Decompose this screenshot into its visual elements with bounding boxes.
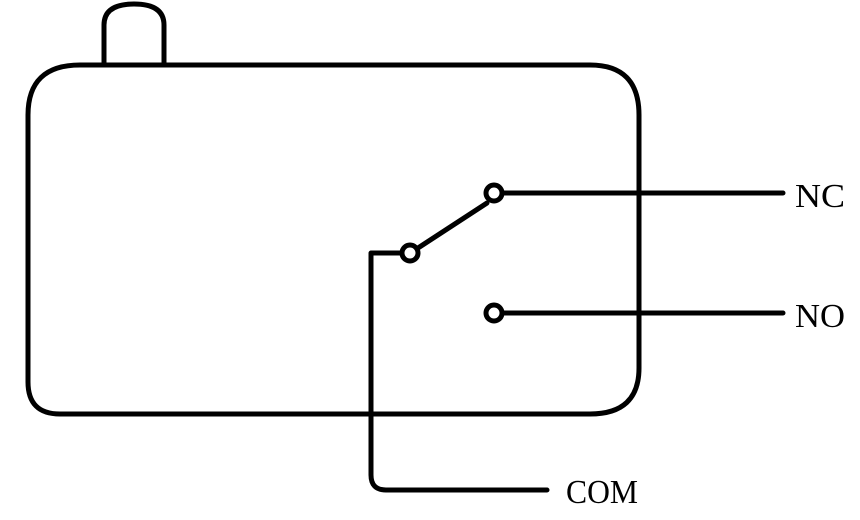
com-wire <box>368 250 550 493</box>
nc-label: NC <box>795 178 845 215</box>
no-label: NO <box>795 298 845 335</box>
switch-lever <box>415 200 490 251</box>
housing-body <box>25 62 642 417</box>
nc-contact <box>483 182 505 204</box>
no-contact <box>483 302 505 324</box>
actuator-button <box>101 1 167 68</box>
com-contact <box>399 242 421 264</box>
com-label: COM <box>566 474 638 511</box>
